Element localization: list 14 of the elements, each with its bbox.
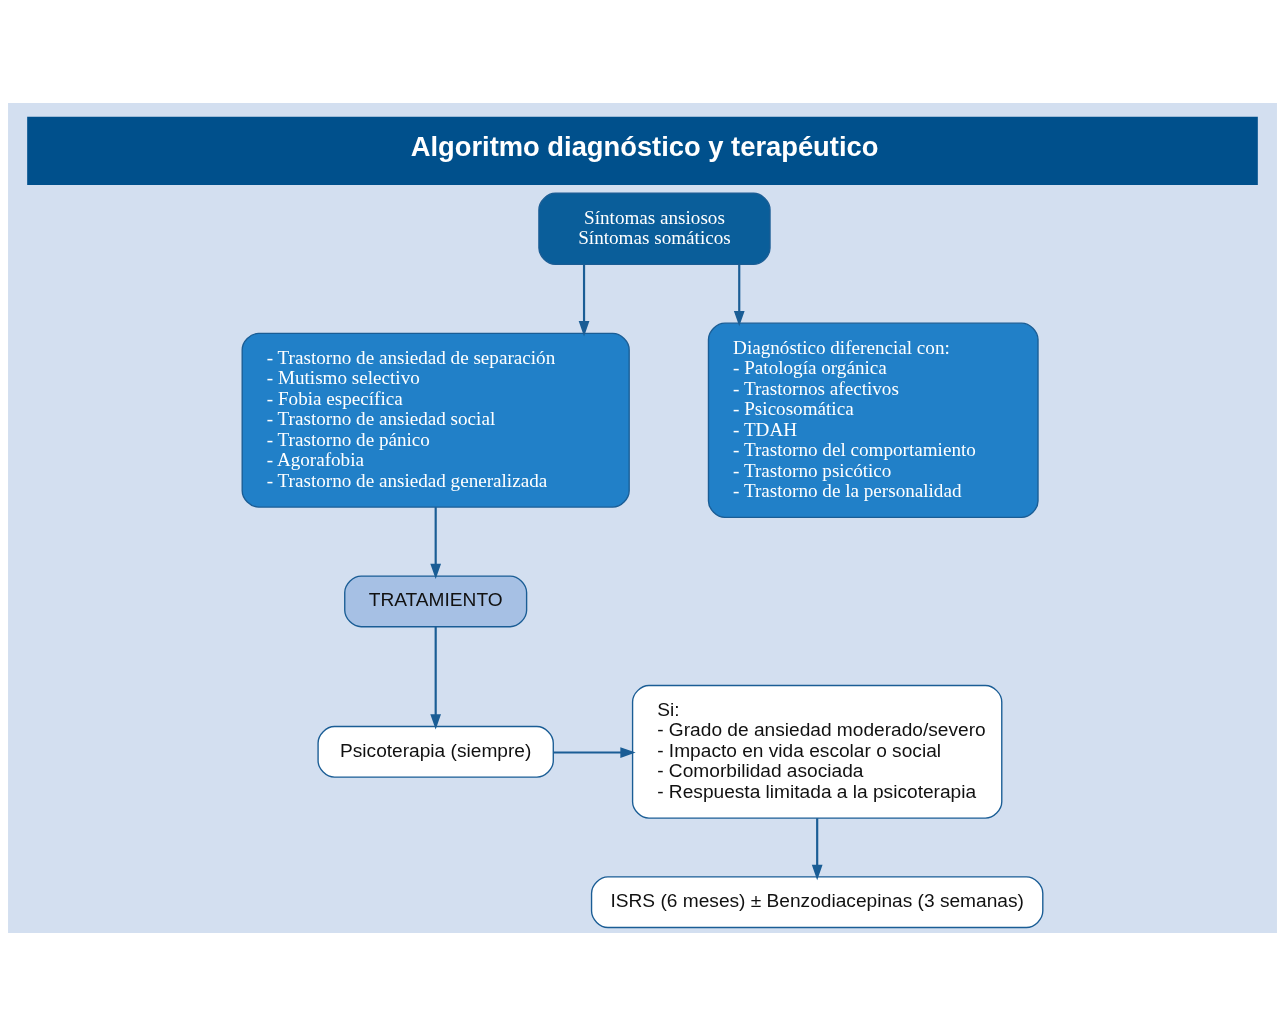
arrow [733,264,745,327]
node-box: Psicoterapia (siempre) [317,725,554,778]
arrow [578,264,590,337]
arrow [430,626,442,730]
arrow [430,507,442,580]
node-box: TRATAMIENTO [344,575,528,628]
node-box: Diagnóstico diferencial con: - Patología orgánica - Trastornos afectivos - Psicosomática - TDAH - Trastorno del comportamiento - Trastorno psicótico - Trastorno de la personalidad [707,322,1039,518]
arrow [811,818,823,881]
arrow [553,747,636,758]
node-box: ISRS (6 meses) ± Benzodiacepinas (3 semanas) [590,876,1044,929]
node-box: Si: - Grado de ansiedad moderado/severo - Impacto en vida escolar o social - Comorbilidad asociada - Respuesta limitada a la psicoterapia [631,684,1003,819]
node-box: - Trastorno de ansiedad de separación - Mutismo selectivo - Fobia específica - Trastorno de ansiedad social - Trastorno de pánico - Agorafobia - Trastorno de ansiedad generalizada [241,332,630,508]
diagram-title: Algoritmo diagnóstico y terapéutico [410,131,879,163]
node-box: Síntomas ansiosos Síntomas somáticos [538,192,771,266]
